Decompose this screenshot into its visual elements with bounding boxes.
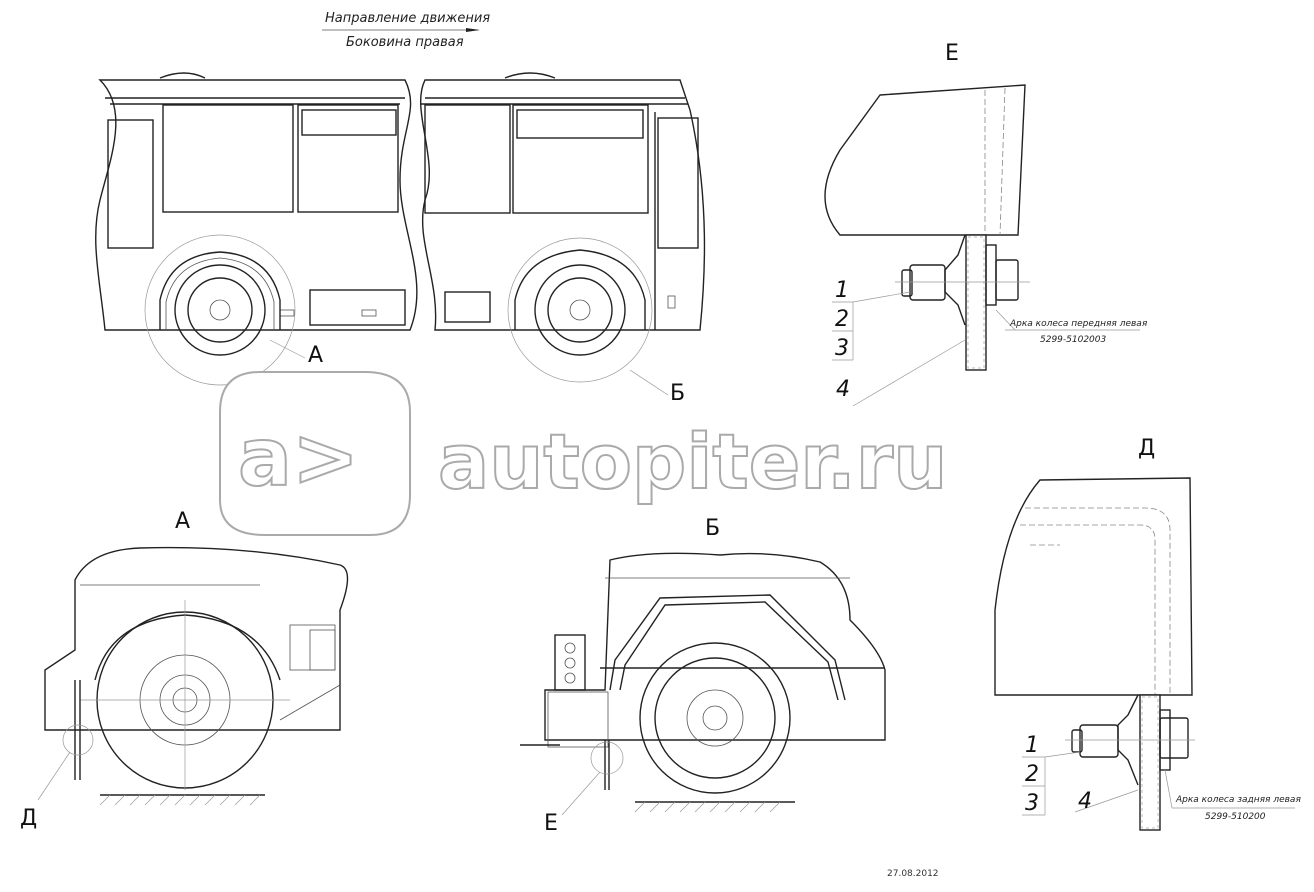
svg-text:a>: a>	[238, 411, 359, 504]
item-3: 3	[1025, 791, 1039, 816]
item-4: 4	[1078, 789, 1092, 814]
detail-e-part-number: 5299-5102003	[1040, 335, 1107, 345]
item-2: 2	[835, 307, 849, 332]
item-2: 2	[1025, 762, 1039, 787]
detail-d-part-number: 5299-510200	[1205, 812, 1266, 822]
detail-e-drawing	[824, 84, 1030, 371]
drawing-date: 27.08.2012	[887, 869, 939, 879]
direction-arrow-icon	[466, 28, 480, 32]
view-b-drawing	[520, 552, 886, 813]
callout-d: Д	[20, 806, 37, 831]
view-a-title: А	[175, 509, 190, 534]
view-d-title: Д	[1138, 436, 1155, 461]
item-1: 1	[835, 278, 849, 303]
detail-e-part-name: Арка колеса передняя левая	[1009, 319, 1148, 329]
view-a-drawing	[44, 546, 349, 806]
item-4: 4	[836, 377, 850, 402]
watermark-logo: a>	[219, 371, 411, 536]
detail-d-part-name: Арка колеса задняя левая	[1175, 795, 1301, 805]
callout-a: А	[308, 343, 323, 368]
item-3: 3	[835, 336, 849, 361]
callout-e: Е	[544, 811, 558, 836]
callout-b: Б	[670, 381, 685, 406]
item-1: 1	[1025, 733, 1039, 758]
direction-label: Направление движения	[325, 11, 490, 26]
detail-d-drawing	[994, 477, 1195, 831]
bus-side-front	[95, 72, 418, 386]
detail-d-items: 1 2 3 4	[1022, 733, 1092, 816]
side-label: Боковина правая	[346, 35, 464, 50]
view-b-title: Б	[705, 516, 720, 541]
detail-e-items: 1 2 3 4	[832, 278, 854, 402]
bus-side-rear	[420, 72, 706, 383]
watermark-text: autopiter.ru	[438, 417, 947, 506]
view-e-title: Е	[945, 41, 959, 66]
